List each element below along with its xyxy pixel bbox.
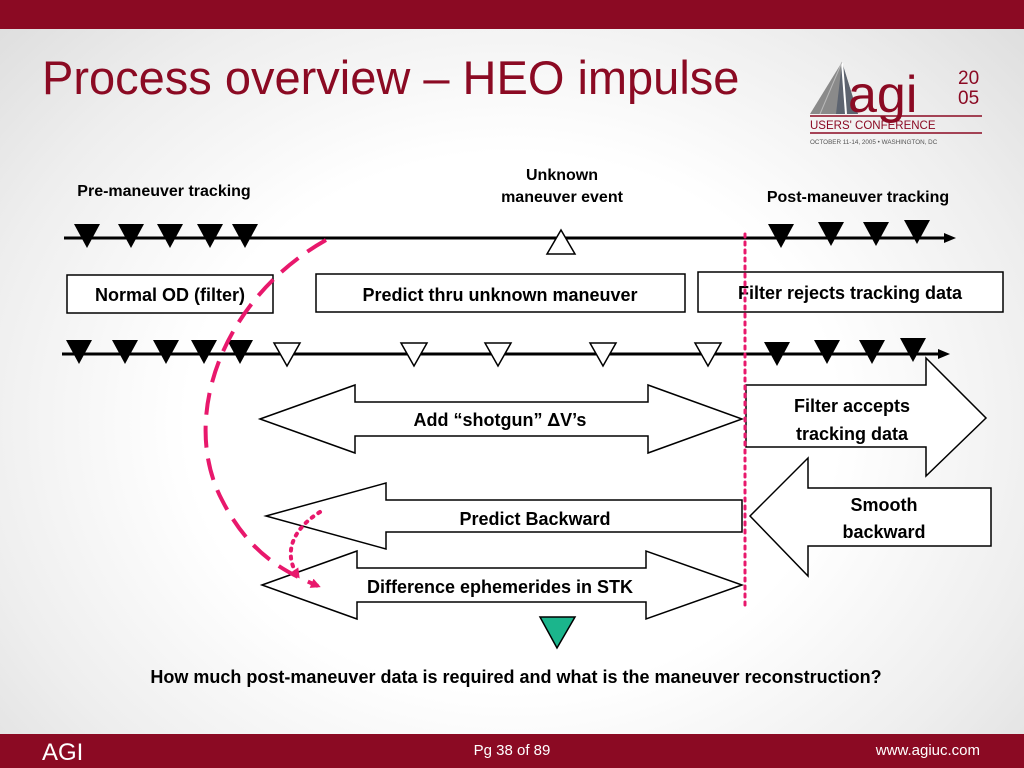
predict-thru-label: Predict thru unknown maneuver	[362, 285, 637, 305]
timeline-2	[62, 338, 950, 368]
post-maneuver-observation-icons-2	[764, 338, 926, 366]
timeline-1	[64, 220, 956, 255]
filter-accepts-label-1: Filter accepts	[794, 396, 910, 416]
predict-backward-label: Predict Backward	[459, 509, 610, 529]
add-shotgun-label: Add “shotgun” ∆V’s	[414, 410, 587, 431]
shotgun-dv-icons	[272, 342, 723, 368]
smooth-backward-label-1: Smooth	[851, 495, 918, 515]
agi-logo: agi 20 05 USERS' CONFERENCE OCTOBER 11-1…	[810, 61, 982, 146]
unknown-maneuver-label-2: maneuver event	[501, 189, 624, 206]
filter-accepts-label-2: tracking data	[796, 424, 909, 444]
logo-date: OCTOBER 11-14, 2005 • WASHINGTON, DC	[810, 139, 938, 146]
footer-website-link[interactable]: www.agiuc.com	[875, 742, 980, 759]
smooth-backward-arrow: Smooth backward	[748, 456, 992, 578]
question-text: How much post-maneuver data is required …	[150, 667, 881, 687]
top-bar	[0, 0, 1024, 29]
pre-maneuver-tracking-label: Pre-maneuver tracking	[77, 183, 250, 200]
agi-logo-triangle-icon	[810, 61, 858, 115]
slide-title: Process overview – HEO impulse	[42, 51, 740, 104]
logo-year-bottom: 05	[958, 88, 979, 109]
logo-word: agi	[848, 66, 917, 124]
normal-od-label: Normal OD (filter)	[95, 285, 245, 305]
difference-ephemerides-arrow: Difference ephemerides in STK	[259, 549, 745, 621]
footer-bar: AGI Pg 38 of 89 www.agiuc.com	[0, 734, 1024, 768]
smooth-backward-label-2: backward	[842, 522, 925, 542]
pre-maneuver-observation-icons-2	[66, 340, 253, 364]
logo-conference: USERS' CONFERENCE	[810, 120, 936, 132]
normal-od-box: Normal OD (filter)	[66, 274, 274, 314]
magenta-dotted-curve	[288, 510, 322, 579]
teal-result-triangle-icon	[538, 616, 577, 650]
filter-accepts-arrow: Filter accepts tracking data	[745, 356, 988, 478]
add-shotgun-arrow: Add “shotgun” ∆V’s	[257, 383, 745, 455]
post-maneuver-observation-icons	[768, 220, 930, 248]
unknown-maneuver-label-1: Unknown	[526, 167, 598, 184]
magenta-dashed-curve	[203, 238, 327, 588]
logo-year-top: 20	[958, 68, 979, 89]
footer-company: AGI	[42, 739, 84, 766]
predict-backward-arrow: Predict Backward	[263, 482, 743, 550]
filter-rejects-box: Filter rejects tracking data	[697, 271, 1004, 313]
pre-maneuver-observation-icons	[74, 224, 258, 248]
footer-page-number: Pg 38 of 89	[473, 742, 551, 759]
post-maneuver-tracking-label: Post-maneuver tracking	[767, 189, 949, 206]
predict-thru-box: Predict thru unknown maneuver	[315, 273, 686, 313]
filter-rejects-label: Filter rejects tracking data	[738, 283, 963, 303]
difference-ephemerides-label: Difference ephemerides in STK	[367, 577, 633, 597]
maneuver-event-icon	[545, 228, 577, 255]
